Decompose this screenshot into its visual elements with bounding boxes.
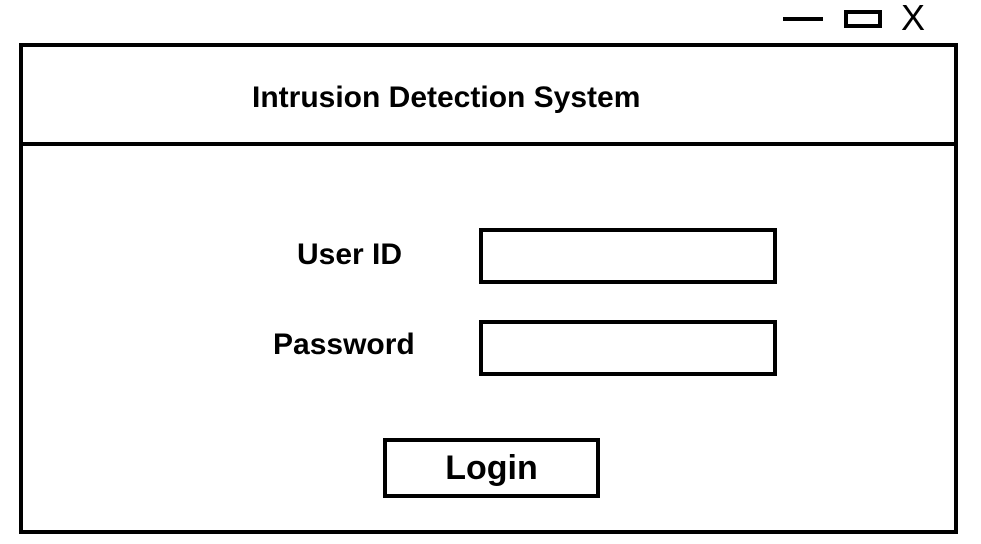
maximize-icon[interactable] bbox=[844, 10, 882, 28]
password-label: Password bbox=[273, 328, 415, 361]
header-bar: Intrusion Detection System bbox=[23, 47, 954, 146]
login-window: Intrusion Detection System User ID Passw… bbox=[19, 43, 958, 534]
window-controls: X bbox=[0, 0, 981, 40]
password-input[interactable] bbox=[479, 320, 777, 376]
user-id-input[interactable] bbox=[479, 228, 777, 284]
close-icon[interactable]: X bbox=[900, 0, 925, 38]
login-button[interactable]: Login bbox=[383, 438, 600, 498]
minimize-icon[interactable] bbox=[783, 17, 823, 21]
page-title: Intrusion Detection System bbox=[252, 81, 641, 114]
user-id-label: User ID bbox=[297, 238, 403, 271]
